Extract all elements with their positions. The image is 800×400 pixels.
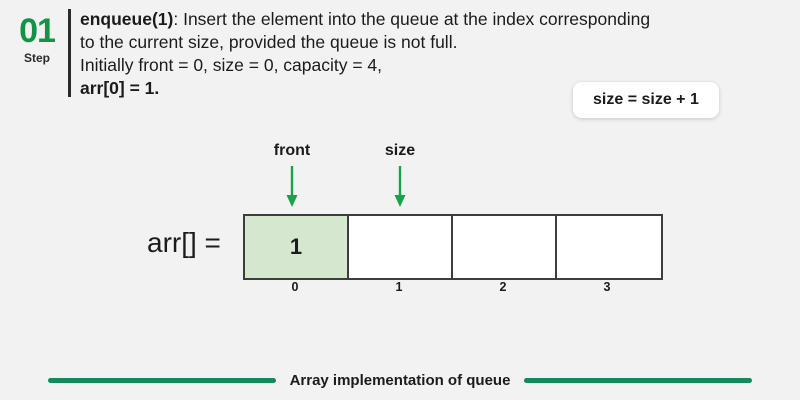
pointer-size: size	[360, 142, 440, 208]
down-arrow-icon	[285, 166, 299, 208]
array-index-row: 0 1 2 3	[243, 280, 659, 294]
array-cell-2[interactable]	[453, 216, 557, 278]
step-divider	[68, 9, 71, 97]
step-badge: 01 Step	[8, 14, 66, 64]
description-line-2: to the current size, provided the queue …	[80, 32, 458, 52]
description-function-name: enqueue(1)	[80, 9, 174, 29]
footer-text: Array implementation of queue	[289, 371, 511, 389]
array-container: 1	[243, 214, 663, 280]
step-number: 01	[19, 12, 56, 50]
array-cell-3[interactable]	[557, 216, 661, 278]
footer-rule-left	[47, 377, 276, 383]
description-line-4: arr[0] = 1.	[80, 77, 780, 100]
array-label: arr[] =	[147, 227, 221, 258]
array-index-1: 1	[395, 280, 403, 294]
array-index-0: 0	[291, 280, 299, 294]
footer-rule-right	[524, 377, 753, 383]
array-cell-1[interactable]	[349, 216, 453, 278]
description-line-1-rest: : Insert the element into the queue at t…	[173, 9, 651, 29]
description-line-1: enqueue(1): Insert the element into the …	[80, 8, 780, 31]
size-increment-callout: size = size + 1	[573, 82, 719, 118]
down-arrow-icon	[393, 166, 407, 208]
step-description: enqueue(1): Insert the element into the …	[80, 8, 780, 100]
step-word: Step	[23, 51, 50, 65]
description-line-3: Initially front = 0, size = 0, capacity …	[80, 55, 383, 75]
array-cell-0[interactable]: 1	[245, 216, 349, 278]
pointer-front: front	[252, 142, 332, 208]
pointer-front-label: front	[273, 142, 311, 159]
array-index-3: 3	[603, 280, 611, 294]
pointer-size-label: size	[384, 142, 416, 159]
array-index-2: 2	[499, 280, 507, 294]
footer-caption: Array implementation of queue	[0, 369, 800, 391]
description-assignment: arr[0] = 1.	[80, 78, 160, 98]
